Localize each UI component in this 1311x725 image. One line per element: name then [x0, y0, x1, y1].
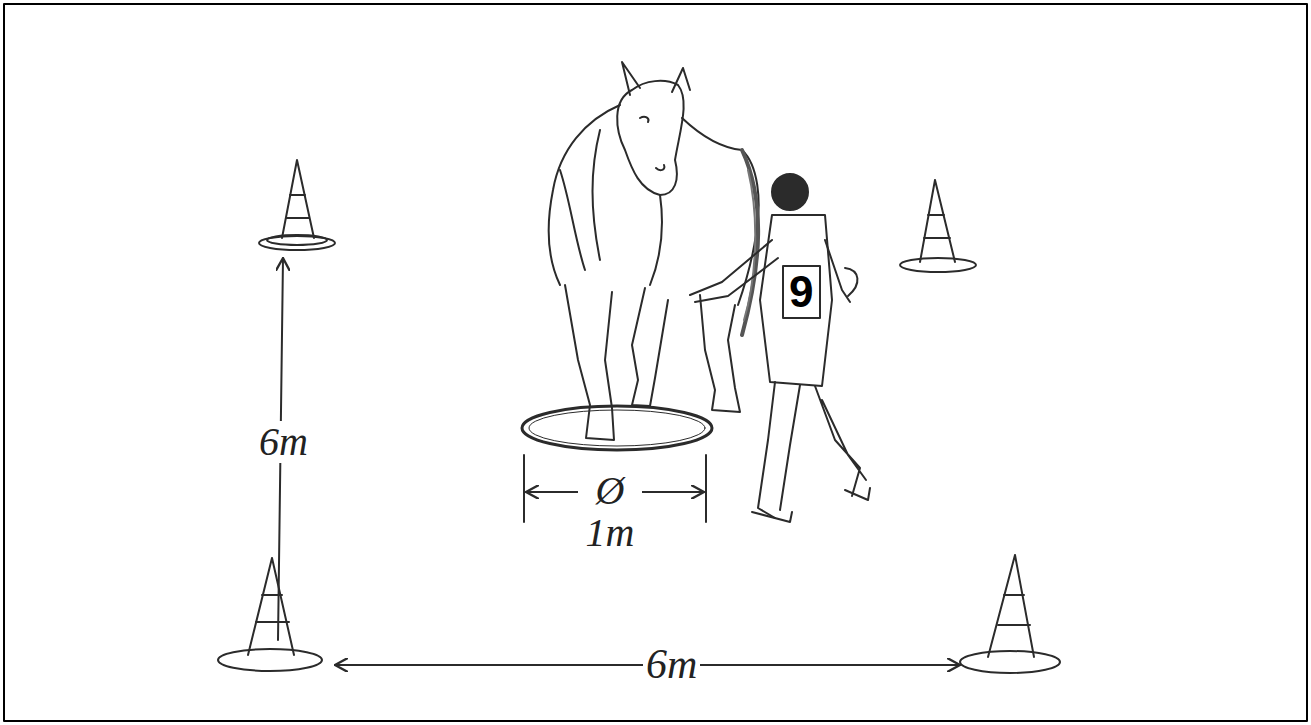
- dimension-label: 6m: [643, 642, 700, 686]
- dimension-label: Ø 1m: [578, 470, 642, 554]
- target-circle: [529, 410, 705, 446]
- target-circle: [522, 406, 712, 450]
- cone: [960, 555, 1060, 673]
- dimension-line: [642, 491, 704, 493]
- cone: [218, 558, 322, 671]
- handler-sketch: [690, 174, 870, 522]
- horse-sketch: [549, 62, 759, 440]
- dimension-label: 6m: [256, 421, 311, 463]
- cone: [259, 160, 335, 250]
- cone: [900, 180, 976, 272]
- dimension-line: [526, 491, 578, 493]
- frame: [4, 4, 1307, 721]
- bib-number: 9: [786, 269, 816, 315]
